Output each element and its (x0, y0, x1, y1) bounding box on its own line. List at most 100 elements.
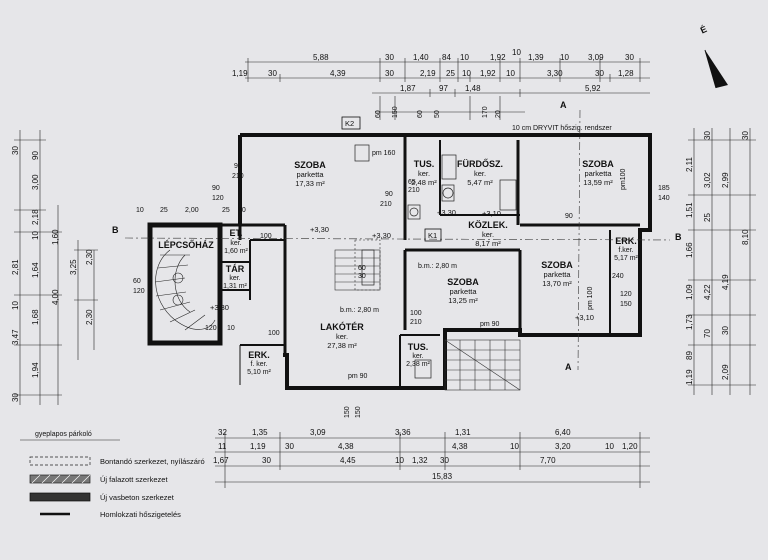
dim-text: 10 (605, 442, 614, 451)
room-et[interactable]: ET. ker. 1,60 m² (224, 228, 248, 255)
room-erkely-2[interactable]: ERK. f. ker. 5,10 m² (247, 350, 271, 376)
room-area: 5,47 m² (467, 178, 493, 187)
dim-text: 210 (380, 201, 392, 208)
dim-text: 100 (410, 310, 422, 317)
dim-text: 10 (11, 301, 20, 310)
bottom-dimension-texts: 32 1,35 3,09 3,36 1,31 6,40 11 1,19 30 4… (213, 428, 638, 481)
room-floor: ker. (474, 169, 486, 178)
room-szoba-4[interactable]: SZOBA parketta 13,70 m² (541, 260, 573, 288)
dim-text: 170 (482, 106, 489, 118)
section-markers: B B A A (112, 100, 682, 372)
dim-text: 90 (31, 151, 40, 160)
dim-text: 7,70 (540, 456, 556, 465)
room-erkely-1[interactable]: ERK. f.ker. 5,17 m² (614, 236, 638, 262)
dim-text: 10 (462, 69, 471, 78)
legend-swatch-concrete (29, 492, 91, 502)
dim-text: 30 (285, 442, 294, 451)
dim-text: 20 (495, 110, 502, 118)
dim-text: 50 (434, 110, 441, 118)
dim-text: 30 (262, 456, 271, 465)
room-area: 2,38 m² (406, 361, 430, 368)
room-floor: ker. (230, 240, 241, 247)
level-mark: +3,30 (310, 225, 329, 234)
dim-text: 2,11 (685, 156, 694, 172)
dim-text: 3,02 (703, 172, 712, 188)
fixtures (354, 144, 517, 379)
room-lakoter[interactable]: LAKÓTÉR ker. 27,38 m² (320, 321, 364, 350)
dim-text: 4,39 (330, 69, 346, 78)
dim-text: 1,66 (685, 242, 694, 258)
room-szoba-2[interactable]: SZOBA parketta 13,59 m² (582, 159, 614, 187)
dim-text: 89 (685, 351, 694, 360)
dim-text: 1,94 (31, 362, 40, 378)
room-kozlekedo[interactable]: KÖZLEK. ker. 8,17 m² (468, 220, 508, 248)
north-label: É (699, 24, 709, 36)
dim-text: 1,92 (480, 69, 496, 78)
room-szoba-3[interactable]: SZOBA parketta 13,25 m² (447, 277, 479, 305)
dim-text: 1,40 (413, 53, 429, 62)
dim-text: 150 (344, 406, 351, 418)
section-a-top: A (560, 100, 567, 110)
room-floor: f.ker. (618, 247, 633, 254)
dim-text: 3,09 (310, 428, 326, 437)
k1-box (424, 228, 442, 242)
dim-text: 30 (625, 53, 634, 62)
dim-text: 25 (703, 213, 712, 222)
room-furdoszoba[interactable]: FÜRDŐSZ. ker. 5,47 m² (457, 158, 503, 187)
dim-text: 1,09 (685, 284, 694, 300)
dim-text: 84 (442, 53, 451, 62)
room-tus-1[interactable]: TUS. ker. 2,48 m² (411, 159, 437, 187)
dim-text: 4,19 (721, 274, 730, 290)
top-dimension-texts: 5,88 30 1,40 84 10 1,92 10 1,39 10 3,09 … (232, 48, 634, 118)
dim-text: 3,09 (588, 53, 604, 62)
room-tar[interactable]: TÁR ker. 1,31 m² (223, 264, 247, 290)
dim-text: 150 (392, 106, 399, 118)
room-lepcsohaz[interactable]: LÉPCSŐHÁZ (158, 239, 214, 250)
dim-text: 2,30 (85, 249, 94, 265)
bm-label: b.m.: 2,80 m (340, 307, 379, 314)
dim-text: 100 (260, 233, 272, 240)
room-tus-2[interactable]: TUS. ker. 2,38 m² (406, 342, 430, 368)
dim-text: 210 (410, 319, 422, 326)
dim-text: 25 (446, 69, 455, 78)
dim-text: 30 (741, 131, 750, 140)
dim-text: 60 (375, 110, 382, 118)
dim-text: 2,09 (721, 364, 730, 380)
dim-text: 3,00 (31, 174, 40, 190)
room-szoba-1[interactable]: SZOBA parketta 17,33 m² (294, 160, 326, 188)
dim-text: 4,38 (338, 442, 354, 451)
dim-text: 65 (408, 179, 416, 186)
misc-labels: K2 K1 10 cm DRYVIT hőszig. rendszer pm 1… (210, 116, 627, 380)
dim-text: 10 (238, 207, 246, 214)
room-area: 13,25 m² (448, 296, 478, 305)
interior-stair (334, 239, 381, 291)
dim-text: 1,68 (31, 309, 40, 325)
dim-text: 30 (703, 131, 712, 140)
room-name: ET. (229, 228, 242, 238)
dim-text: 1,19 (685, 369, 694, 385)
room-floor: ker. (418, 169, 430, 178)
room-floor: parketta (449, 287, 477, 296)
dim-text: 2,30 (85, 309, 94, 325)
dim-text: 2,18 (31, 209, 40, 225)
dim-text: 2,19 (420, 69, 436, 78)
room-name: FÜRDŐSZ. (457, 158, 503, 169)
dim-text: 30 (721, 326, 730, 335)
room-name: ERK. (615, 236, 637, 246)
dim-text: 25 (222, 207, 230, 214)
room-area: 1,60 m² (224, 248, 248, 255)
dim-text: 1,28 (618, 69, 634, 78)
dim-text: 10 (460, 53, 469, 62)
drywall-note: 10 cm DRYVIT hőszig. rendszer (512, 125, 612, 132)
north-arrow-icon (705, 50, 728, 88)
dim-text: 3,36 (395, 428, 411, 437)
dim-text: 120 (205, 325, 217, 332)
bottom-dimension-lines (215, 432, 650, 488)
dim-text: 10 (136, 207, 144, 214)
dim-text: 10 (31, 231, 40, 240)
dim-text: 10 (560, 53, 569, 62)
dim-text: 210 (232, 173, 244, 180)
section-b-right: B (675, 232, 682, 242)
dim-text: 150 (355, 406, 362, 418)
